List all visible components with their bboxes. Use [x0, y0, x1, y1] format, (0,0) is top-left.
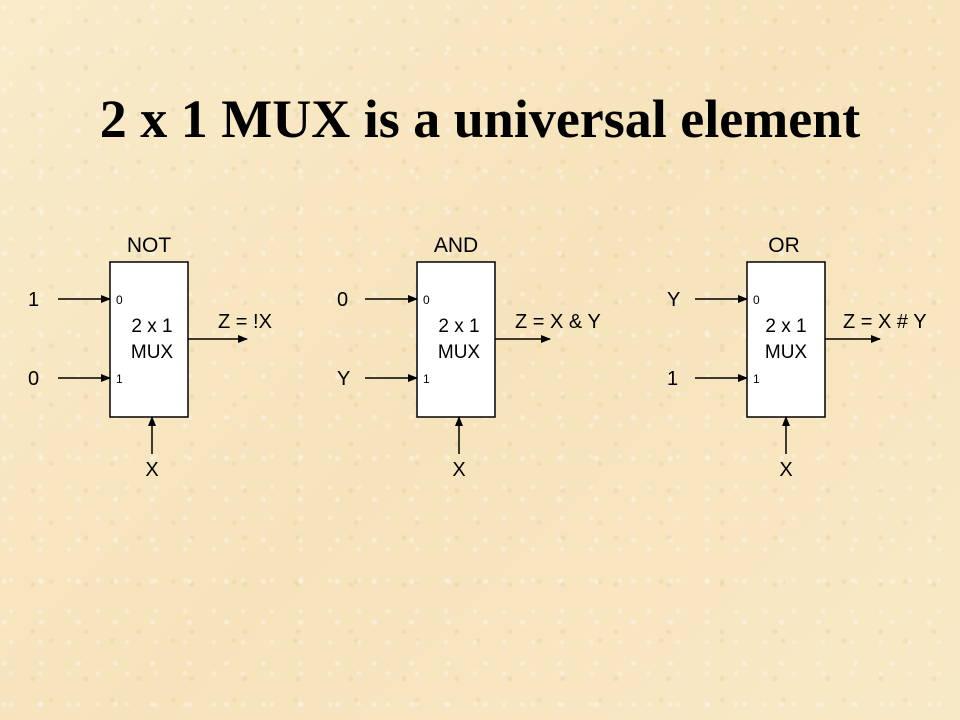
mux-and: AND 0 1 2 x 1 MUX 0 Y Z = X & Y X: [337, 234, 601, 481]
output-label: Z = X & Y: [515, 311, 601, 333]
mux-box: [746, 261, 826, 418]
output-label: Z = !X: [218, 311, 272, 333]
mux-label-line1: 2 x 1: [438, 316, 479, 337]
port-label-1: 1: [423, 372, 430, 386]
input1-label: 1: [667, 368, 678, 390]
select-label: X: [779, 459, 792, 481]
input1-label: Y: [337, 368, 350, 390]
select-label: X: [145, 459, 158, 481]
slide-title: 2 x 1 MUX is a universal element: [99, 89, 861, 149]
mux-label-line1: 2 x 1: [765, 316, 806, 337]
mux-box: [109, 261, 189, 418]
mux-label-line2: MUX: [131, 342, 174, 363]
input0-label: 0: [337, 289, 348, 311]
port-label-0: 0: [116, 293, 123, 307]
input0-label: Y: [667, 289, 680, 311]
gate-title-or: OR: [768, 234, 800, 257]
port-label-1: 1: [753, 372, 760, 386]
port-label-0: 0: [423, 293, 430, 307]
input1-label: 0: [28, 368, 39, 390]
mux-label-line2: MUX: [765, 342, 808, 363]
mux-box: [416, 261, 496, 418]
mux-not: NOT 0 1 2 x 1 MUX 1 0 Z = !X X: [28, 234, 272, 481]
input0-label: 1: [28, 289, 39, 311]
gate-title-and: AND: [434, 234, 478, 257]
mux-label-line2: MUX: [438, 342, 481, 363]
mux-or: OR 0 1 2 x 1 MUX Y 1 Z = X # Y X: [667, 234, 927, 481]
port-label-0: 0: [753, 293, 760, 307]
mux-label-line1: 2 x 1: [131, 316, 172, 337]
port-label-1: 1: [116, 372, 123, 386]
select-label: X: [452, 459, 465, 481]
gate-title-not: NOT: [127, 234, 172, 257]
output-label: Z = X # Y: [843, 311, 927, 333]
